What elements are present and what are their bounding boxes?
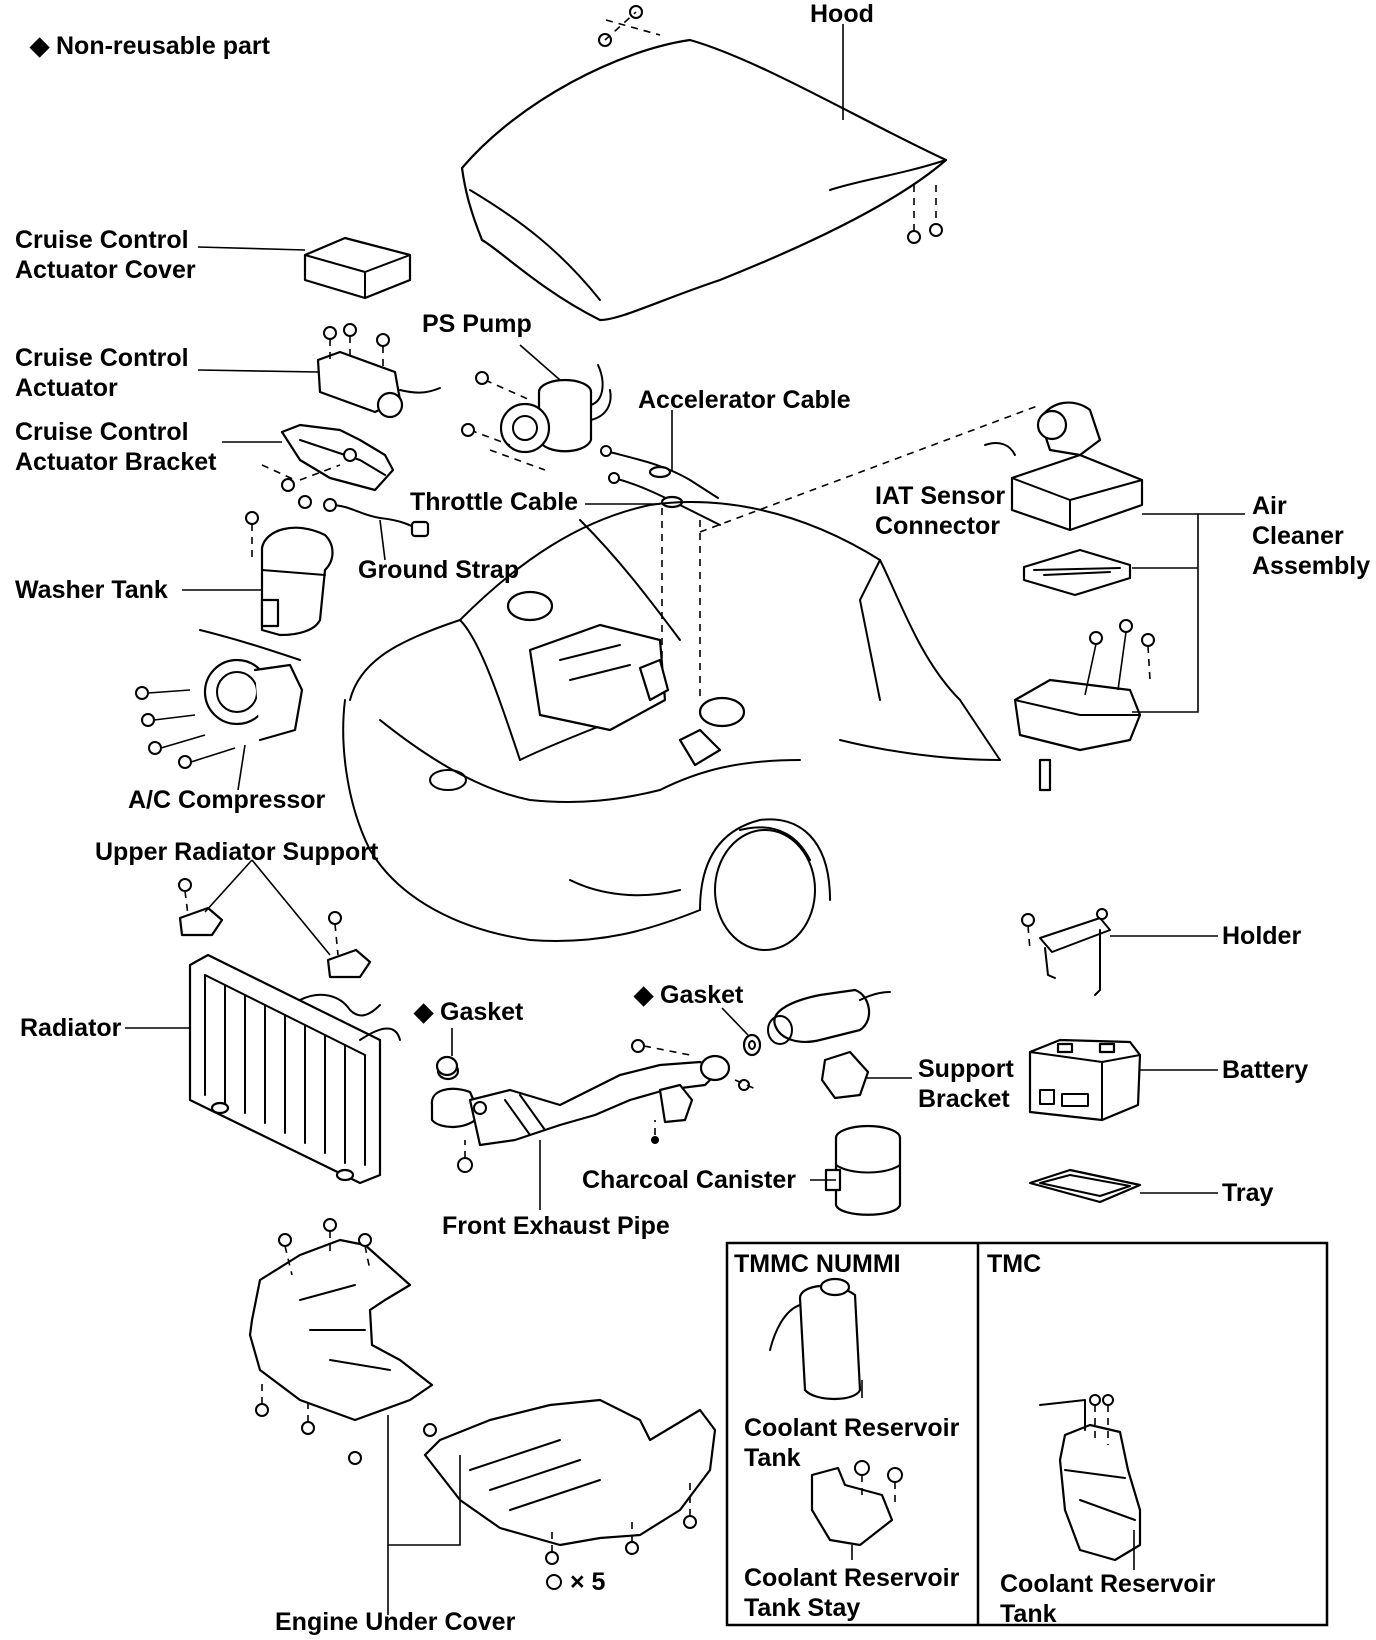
cc-bracket-label-1: Cruise Control [15,418,189,446]
battery-part [1028,1038,1218,1122]
ac-compressor-part [135,629,304,791]
legend: ◆ Non-reusable part [29,32,271,60]
washer-tank-label: Washer Tank [15,576,168,604]
hood-label: Hood [810,0,874,28]
engine-under-cover-label: Engine Under Cover [275,1608,516,1636]
gasket-left-label: Gasket [440,998,524,1026]
gasket-right-label: Gasket [660,981,744,1009]
cc-bracket-label-2: Actuator Bracket [15,448,217,476]
cruise-control-actuator-bracket-part [222,423,395,509]
inset-left-stay-label-2: Tank Stay [744,1594,860,1622]
ground-strap-part [323,498,430,561]
inset-right-tank-label-2: Tank [1000,1600,1057,1628]
upper-radiator-support-label: Upper Radiator Support [95,838,379,866]
cruise-control-actuator-cover [197,236,412,300]
x5-label: × 5 [570,1568,606,1596]
legend-symbol: ◆ [29,32,50,60]
engine-under-cover-part [248,1218,717,1615]
charcoal-canister-part [810,1124,902,1216]
car-body [342,501,1001,951]
gasket-right-symbol: ◆ [633,981,654,1009]
legend-text: Non-reusable part [56,32,271,60]
inset-left-title: TMMC NUMMI [734,1250,901,1278]
radiator-part [125,953,401,1185]
radiator-label: Radiator [20,1014,122,1042]
iat-label-2: Connector [875,512,1000,540]
ps-pump-part [461,344,612,471]
iat-label-1: IAT Sensor [875,482,1005,510]
inset-box: TMMC NUMMI TMC Coolant Reservoir Tank Co… [725,1241,1329,1628]
inset-right-tank-label-1: Coolant Reservoir [1000,1570,1216,1598]
holder-label: Holder [1222,922,1301,950]
air-cleaner-label-3: Assembly [1252,552,1370,580]
air-cleaner-assembly-part [699,401,1245,792]
tray-part [1028,1168,1218,1204]
battery-label: Battery [1222,1056,1308,1084]
inset-right-title: TMC [987,1250,1041,1278]
support-bracket-label-1: Support [918,1055,1014,1083]
inset-left-stay-label-1: Coolant Reservoir [744,1564,960,1592]
cruise-control-actuator-part [197,323,441,419]
front-exhaust-pipe-label: Front Exhaust Pipe [442,1212,670,1240]
accelerator-cable-label: Accelerator Cable [638,386,851,414]
ac-compressor-label: A/C Compressor [128,786,326,814]
throttle-cable-label: Throttle Cable [410,488,578,516]
support-bracket-part [767,988,912,1100]
holder-part [1021,908,1218,996]
front-exhaust-pipe-part [430,1039,759,1210]
charcoal-canister-label: Charcoal Canister [582,1166,796,1194]
support-bracket-label-2: Bracket [918,1085,1010,1113]
cc-actuator-label-2: Actuator [15,374,118,402]
gasket-left-symbol: ◆ [413,998,434,1026]
air-cleaner-label-1: Air [1252,492,1287,520]
cc-cover-label-2: Actuator Cover [15,256,196,284]
ground-strap-label: Ground Strap [358,556,519,584]
inset-left-tank-label-1: Coolant Reservoir [744,1414,960,1442]
gaskets-part [435,1007,762,1077]
hood-part [460,5,948,322]
washer-tank-part [182,511,334,637]
air-cleaner-label-2: Cleaner [1252,522,1344,550]
cc-actuator-label-1: Cruise Control [15,344,189,372]
cc-cover-label-1: Cruise Control [15,226,189,254]
tray-label: Tray [1222,1179,1274,1207]
upper-radiator-support-part [178,859,372,979]
inset-left-tank-label-2: Tank [744,1444,801,1472]
ps-pump-label: PS Pump [422,310,532,338]
